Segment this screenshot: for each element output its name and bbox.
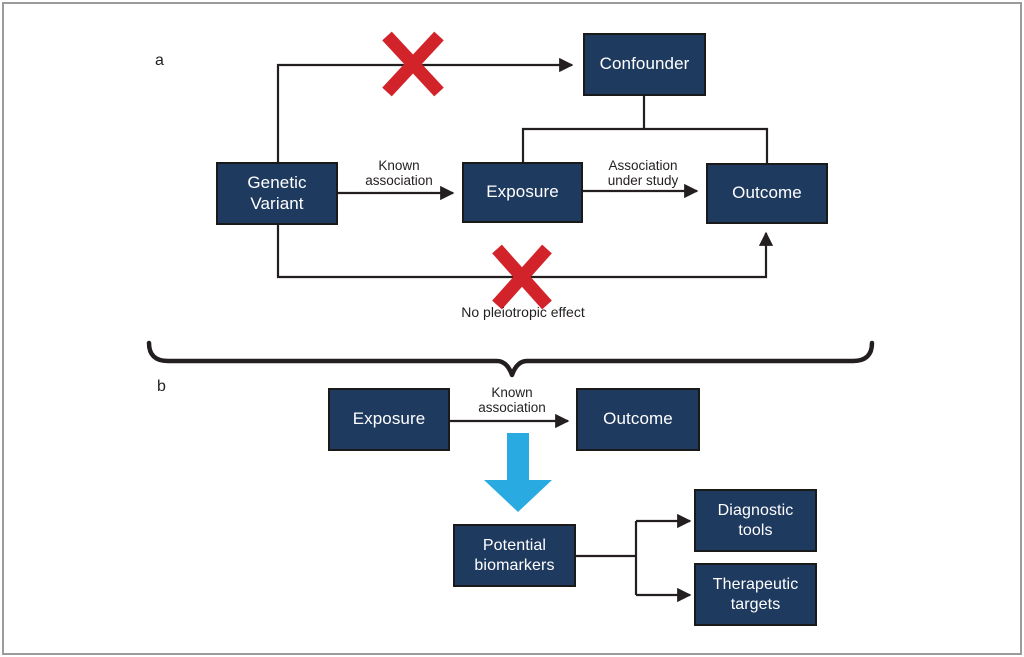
node-outcome-a: Outcome bbox=[706, 163, 828, 224]
edge-biomarkers-stem bbox=[576, 521, 638, 595]
red-cross-icon-pleiotropy bbox=[492, 244, 552, 310]
blue-down-arrow-icon bbox=[484, 433, 552, 512]
node-diagnostic-tools: Diagnostic tools bbox=[694, 489, 817, 552]
label-known-association-b: Known association bbox=[478, 385, 546, 416]
label-no-pleiotropic-effect: No pleiotropic effect bbox=[461, 304, 585, 320]
node-genetic-variant: Genetic Variant bbox=[216, 162, 338, 225]
node-outcome-b: Outcome bbox=[576, 388, 700, 451]
label-known-association-a: Known association bbox=[365, 158, 433, 189]
panel-b-label: b bbox=[157, 378, 166, 395]
panel-a-label: a bbox=[155, 52, 164, 69]
node-confounder: Confounder bbox=[583, 33, 706, 96]
node-potential-biomarkers: Potential biomarkers bbox=[453, 524, 576, 587]
edge-variant-confounder bbox=[276, 57, 574, 162]
node-therapeutic-targets: Therapeutic targets bbox=[694, 563, 817, 626]
red-cross-icon-confounder bbox=[382, 31, 444, 97]
edge-confounder-split bbox=[521, 96, 769, 163]
node-exposure-b: Exposure bbox=[328, 388, 450, 451]
node-exposure-a: Exposure bbox=[462, 162, 583, 223]
curly-brace bbox=[146, 340, 875, 378]
label-association-under-study: Association under study bbox=[607, 158, 679, 189]
